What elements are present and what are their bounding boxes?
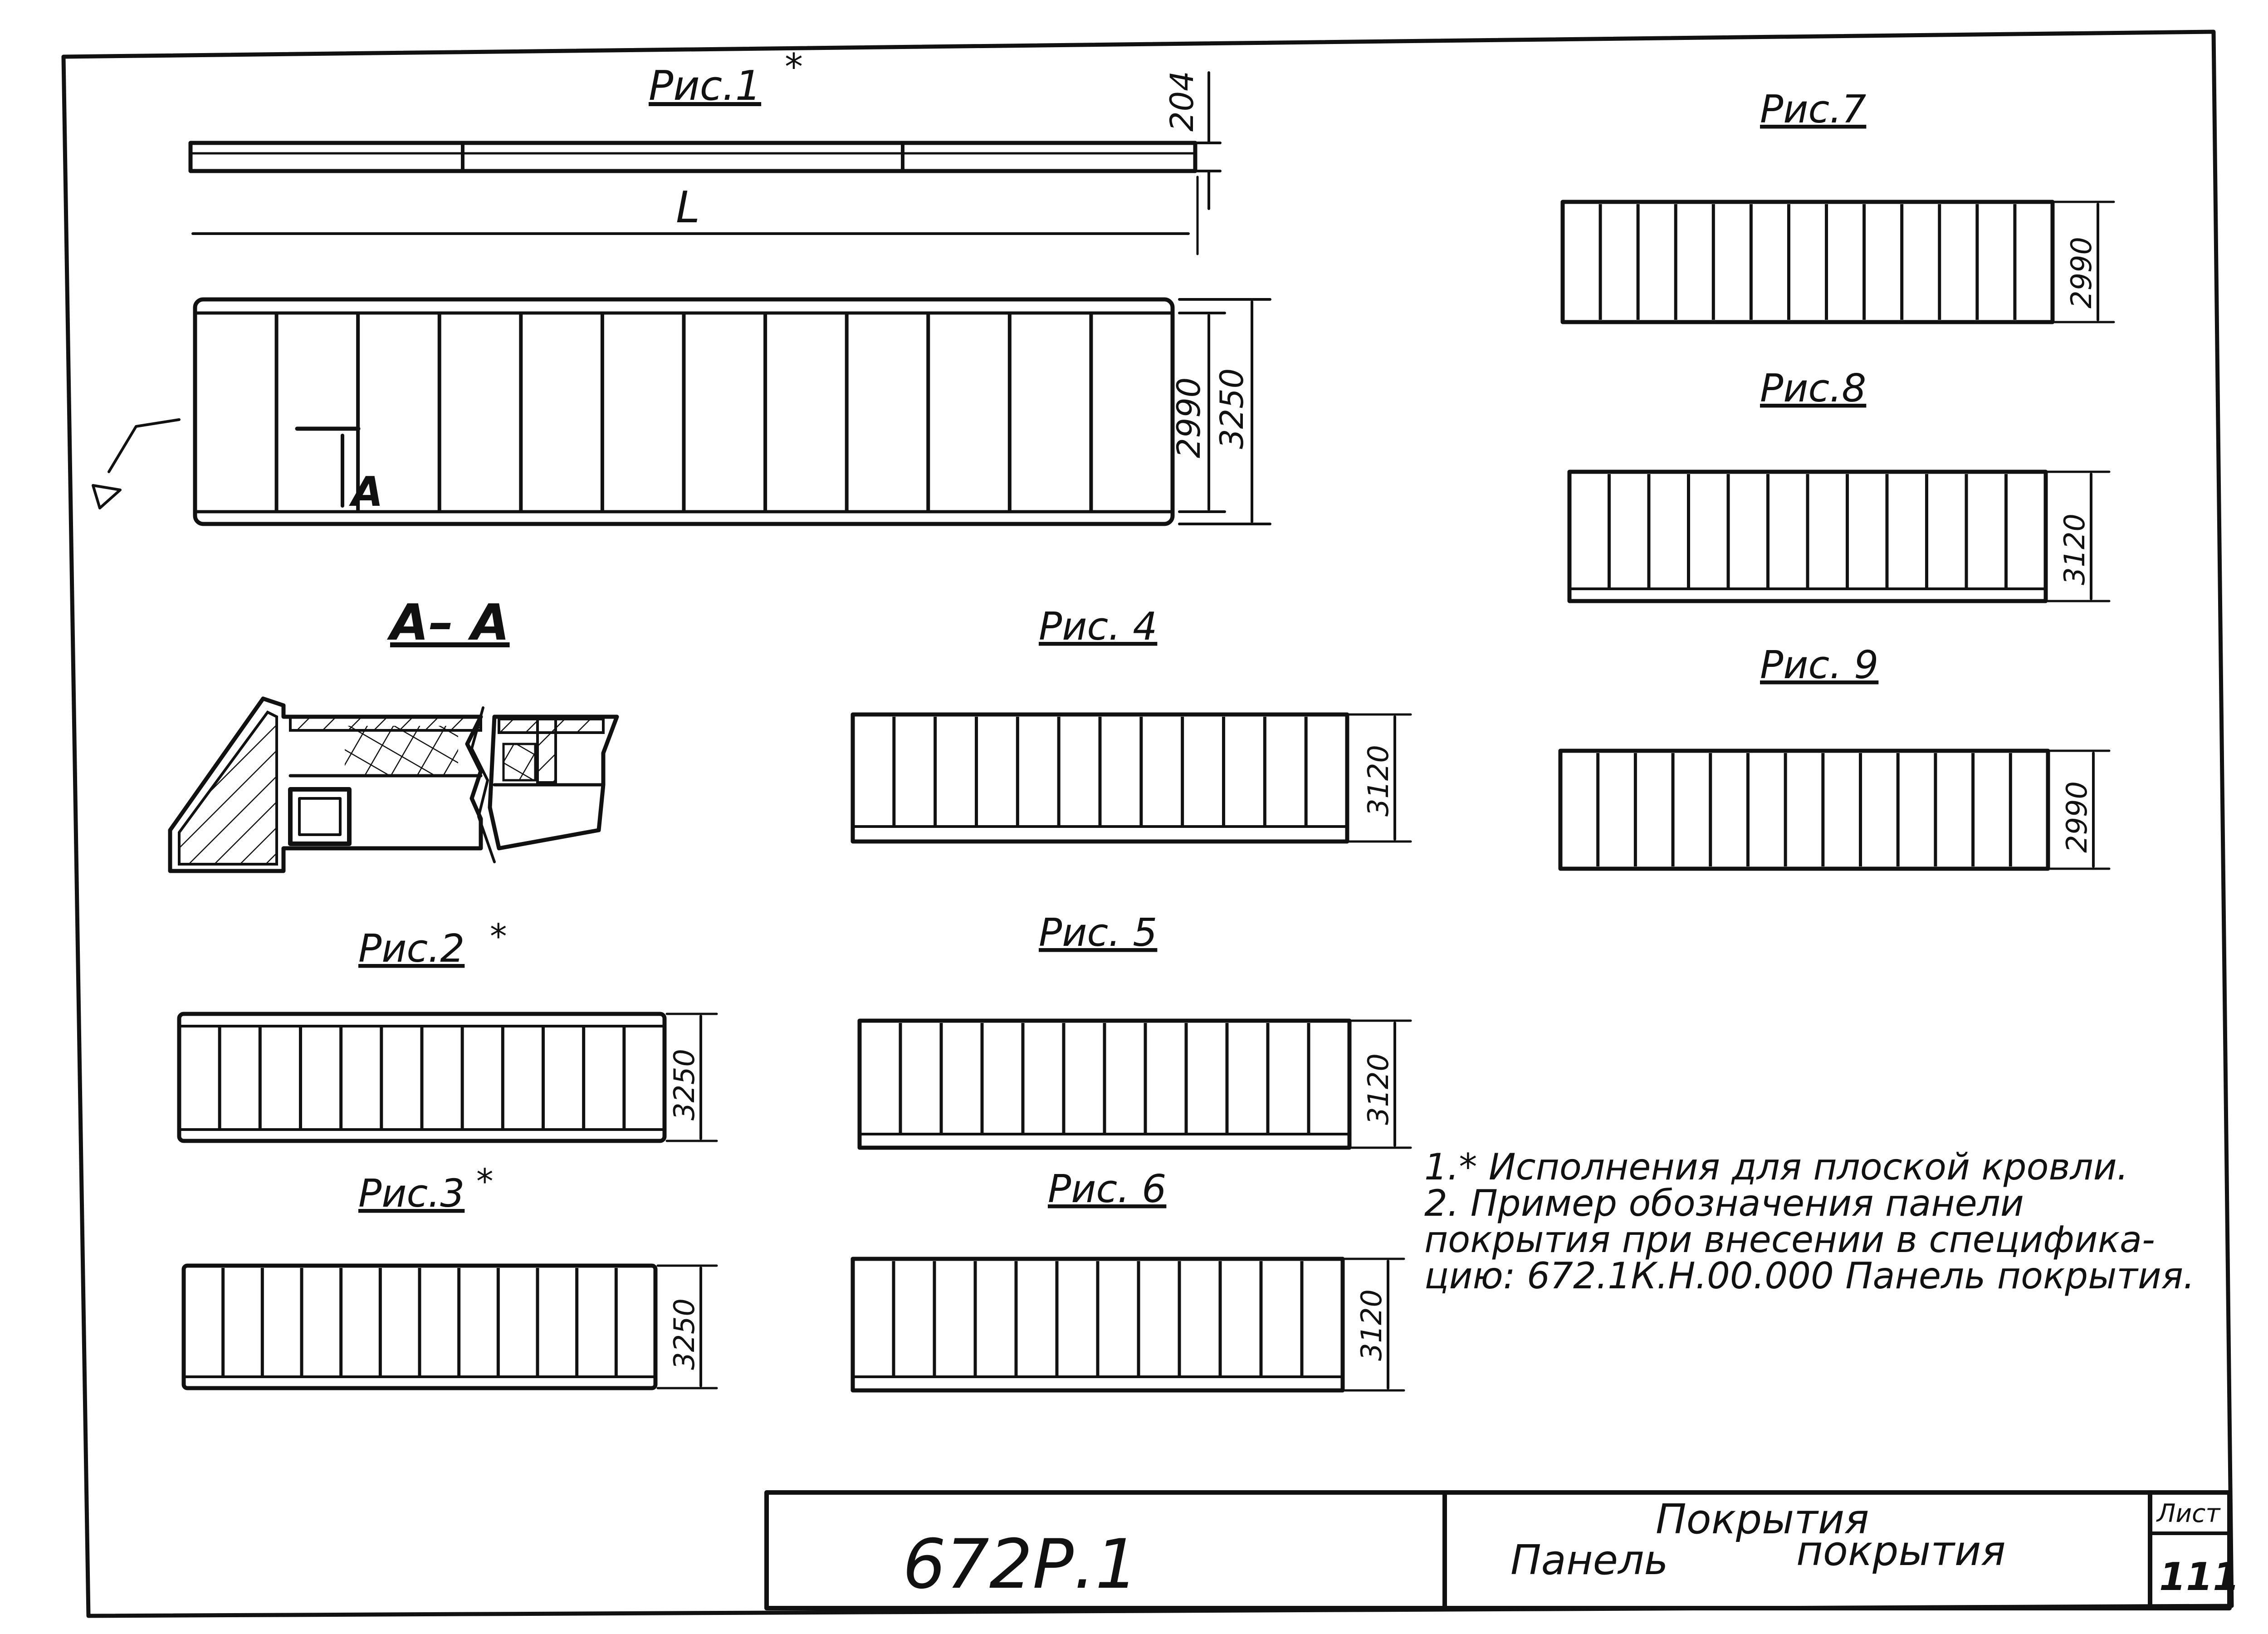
- leader-mark: [92, 418, 181, 509]
- fig1-ribs: [274, 313, 1093, 512]
- drawing-code: 672Р.1: [903, 1525, 1139, 1604]
- fig1-thickness-dimension: 204: [1163, 71, 1222, 210]
- fig8-ribs: [1608, 474, 2008, 589]
- fig1-asterisk: *: [785, 46, 803, 88]
- title-block: 672Р.1 Покрытия Панель покрытия Лист 111: [764, 1490, 2239, 1610]
- fig9-panel: [1558, 749, 2050, 871]
- fig4-panel: [850, 712, 1349, 844]
- figure-7: Рис.7 2990: [1560, 87, 2115, 324]
- fig1-side-view: [188, 141, 1198, 173]
- fig3-ribs: [221, 1268, 618, 1377]
- fig2-panel: [177, 1012, 667, 1143]
- fig1-section-marker: А: [295, 426, 383, 516]
- fig7-ribs: [1598, 204, 2017, 320]
- fig2-ribs: [218, 1026, 626, 1130]
- fig9-ribs: [1596, 753, 2012, 866]
- note-line-2: 2. Пример обозначения панели: [1424, 1182, 2024, 1224]
- fig4-dim-value: 3120: [1362, 745, 1395, 817]
- fig9-title: Рис. 9: [1760, 643, 1878, 688]
- fig1-title: Рис.1: [649, 62, 761, 110]
- note-line-1: 1.* Исполнения для плоской кровли.: [1424, 1146, 2128, 1188]
- fig7-title: Рис.7: [1760, 87, 1866, 132]
- figure-5: Рис. 5 3120: [857, 910, 1412, 1150]
- fig8-dimension: 3120: [2047, 470, 2111, 602]
- fig8-title: Рис.8: [1760, 366, 1866, 411]
- fig4-dimension: 3120: [1348, 713, 1412, 843]
- fig1-outer-width-value: 3250: [1213, 368, 1251, 449]
- section-right-part: [488, 714, 619, 851]
- fig2-title: Рис.2: [358, 926, 464, 971]
- section-hatch: [178, 710, 278, 866]
- sheet-number: 111: [2159, 1555, 2239, 1600]
- fig9-dim-value: 2990: [2060, 781, 2093, 853]
- figure-1: Рис.1 * 204 L: [92, 46, 1271, 526]
- fig5-dimension: 3120: [1350, 1019, 1412, 1149]
- sheet-label: Лист: [2156, 1499, 2221, 1528]
- fig7-dimension: 2990: [2053, 201, 2115, 323]
- title-name-right: покрытия: [1796, 1527, 2006, 1575]
- figure-4: Рис. 4 3120: [850, 604, 1412, 844]
- fig8-panel: [1567, 470, 2048, 603]
- fig1-thickness-value: 204: [1163, 71, 1201, 132]
- section-a-a: А– А: [168, 593, 619, 873]
- fig7-dim-value: 2990: [2065, 237, 2098, 308]
- fig9-dimension: 2990: [2049, 749, 2111, 870]
- fig5-ribs: [899, 1023, 1310, 1134]
- section-box-profile: [288, 787, 352, 846]
- fig1-length-dimension: L: [191, 176, 1199, 255]
- sheet-frame: [61, 29, 2234, 1618]
- fig6-title: Рис. 6: [1048, 1167, 1166, 1212]
- fig2-dimension: 3250: [665, 1013, 718, 1142]
- notes: 1.* Исполнения для плоской кровли. 2. Пр…: [1424, 1146, 2195, 1297]
- title-section: Покрытия: [1656, 1496, 1869, 1543]
- fig6-ribs: [892, 1261, 1304, 1377]
- note-line-4: цию: 672.1К.Н.00.000 Панель покрытия.: [1424, 1255, 2195, 1297]
- fig5-title: Рис. 5: [1039, 910, 1157, 955]
- fig2-dim-value: 3250: [668, 1049, 701, 1120]
- figure-3: Рис.3 * 3250: [181, 1161, 718, 1390]
- fig1-section-letter: А: [349, 468, 383, 516]
- section-title: А– А: [386, 593, 510, 651]
- fig8-dim-value: 3120: [2058, 514, 2091, 585]
- fig6-dimension: 3120: [1344, 1257, 1405, 1392]
- fig3-asterisk: *: [476, 1161, 494, 1201]
- fig1-width-dimensions: 2990 3250: [1170, 298, 1271, 525]
- fig1-inner-width-value: 2990: [1170, 377, 1207, 458]
- section-break-line: [470, 706, 496, 863]
- section-plate: [289, 715, 482, 732]
- fig1-length-label: L: [676, 183, 700, 233]
- fig6-panel: [850, 1257, 1345, 1393]
- fig5-panel: [857, 1018, 1352, 1150]
- section-insulation: [345, 726, 458, 776]
- fig5-dim-value: 3120: [1362, 1053, 1395, 1125]
- fig3-panel: [181, 1263, 658, 1390]
- fig4-title: Рис. 4: [1039, 604, 1157, 649]
- figure-8: Рис.8 3120: [1567, 366, 2111, 603]
- fig1-plan-view: [193, 297, 1175, 526]
- note-line-3: покрытия при внесении в специфика-: [1424, 1218, 2155, 1261]
- fig2-asterisk: *: [490, 916, 507, 956]
- fig3-dim-value: 3250: [668, 1298, 701, 1370]
- fig3-dimension: 3250: [656, 1264, 718, 1389]
- fig7-panel: [1560, 200, 2055, 324]
- figure-2: Рис.2 * 3250: [177, 916, 718, 1143]
- fig3-title: Рис.3: [358, 1171, 464, 1216]
- fig4-ribs: [892, 717, 1308, 827]
- fig6-dim-value: 3120: [1355, 1289, 1388, 1361]
- figure-9: Рис. 9 2990: [1558, 643, 2111, 871]
- figure-6: Рис. 6 3120: [850, 1167, 1405, 1393]
- section-outline: [168, 696, 483, 873]
- title-name-left: Панель: [1510, 1536, 1668, 1584]
